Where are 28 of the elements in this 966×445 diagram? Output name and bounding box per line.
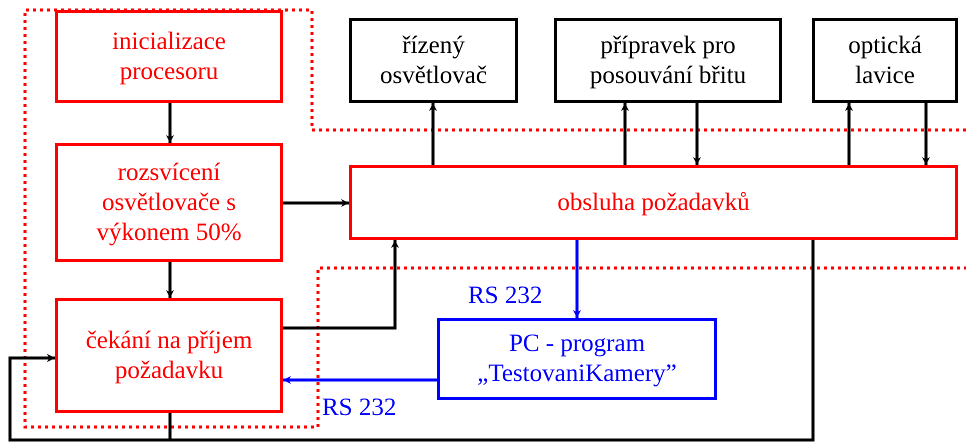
process-box — [55, 298, 283, 413]
process-box — [554, 18, 782, 103]
process-box — [437, 318, 717, 400]
box-text: přípravek pro posouvání břitu — [588, 30, 748, 90]
arrow — [166, 262, 174, 298]
arrow — [166, 103, 174, 143]
arrow — [283, 199, 349, 207]
box-text: optická lavice — [847, 30, 923, 90]
box-text: řízený osvětlovač — [379, 30, 488, 90]
box-text: inicializace procesoru — [111, 26, 227, 86]
arrow — [283, 376, 437, 384]
box-text: rozsvícení osvětlovače s výkonem 50% — [95, 158, 243, 248]
process-box — [55, 10, 283, 103]
arrow — [283, 240, 399, 330]
arrow — [429, 103, 437, 165]
process-box — [55, 143, 283, 262]
arrow — [621, 103, 629, 165]
process-box — [349, 18, 518, 103]
arrow — [922, 103, 930, 165]
process-box — [349, 165, 958, 240]
arrow — [573, 240, 581, 318]
arrow — [8, 354, 172, 442]
arrow — [845, 103, 853, 165]
arrow — [693, 103, 701, 165]
process-box — [812, 18, 958, 103]
box-text: PC - program „TestovaniKamery” — [476, 329, 678, 389]
box-text: čekání na příjem požadavku — [84, 326, 254, 386]
box-text: obsluha požadavků — [557, 188, 750, 218]
